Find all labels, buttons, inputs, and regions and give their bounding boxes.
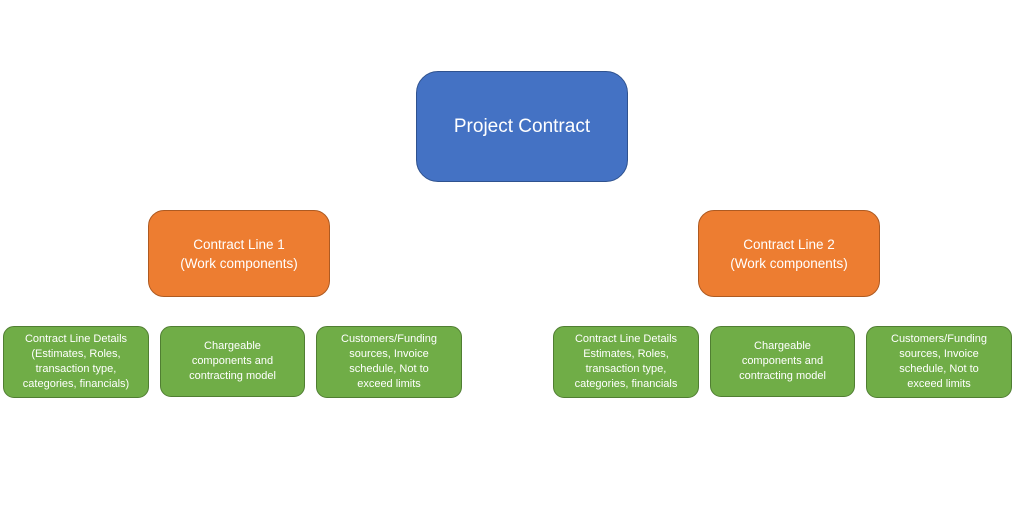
line-1-customers-label: Customers/Funding sources, Invoice sched…	[341, 333, 437, 390]
line-2-details-label: Contract Line Details Estimates, Roles, …	[574, 333, 678, 390]
line-2-customers-node: Customers/Funding sources, Invoice sched…	[866, 326, 1012, 398]
contract-line-1-label: Contract Line 1 (Work components)	[180, 236, 298, 271]
line-2-customers-label: Customers/Funding sources, Invoice sched…	[891, 333, 987, 390]
line-1-chargeable-label: Chargeable components and contracting mo…	[189, 340, 276, 382]
line-2-details-node: Contract Line Details Estimates, Roles, …	[553, 326, 699, 398]
contract-line-2-node: Contract Line 2 (Work components)	[698, 210, 880, 297]
line-1-details-node: Contract Line Details (Estimates, Roles,…	[3, 326, 149, 398]
line-1-details-label: Contract Line Details (Estimates, Roles,…	[22, 333, 130, 390]
line-2-chargeable-label: Chargeable components and contracting mo…	[739, 340, 826, 382]
line-2-chargeable-node: Chargeable components and contracting mo…	[710, 326, 855, 397]
contract-line-1-node: Contract Line 1 (Work components)	[148, 210, 330, 297]
project-contract-node: Project Contract	[416, 71, 628, 182]
line-1-chargeable-node: Chargeable components and contracting mo…	[160, 326, 305, 397]
contract-line-2-label: Contract Line 2 (Work components)	[730, 236, 848, 271]
line-1-customers-node: Customers/Funding sources, Invoice sched…	[316, 326, 462, 398]
project-contract-label: Project Contract	[453, 115, 591, 137]
